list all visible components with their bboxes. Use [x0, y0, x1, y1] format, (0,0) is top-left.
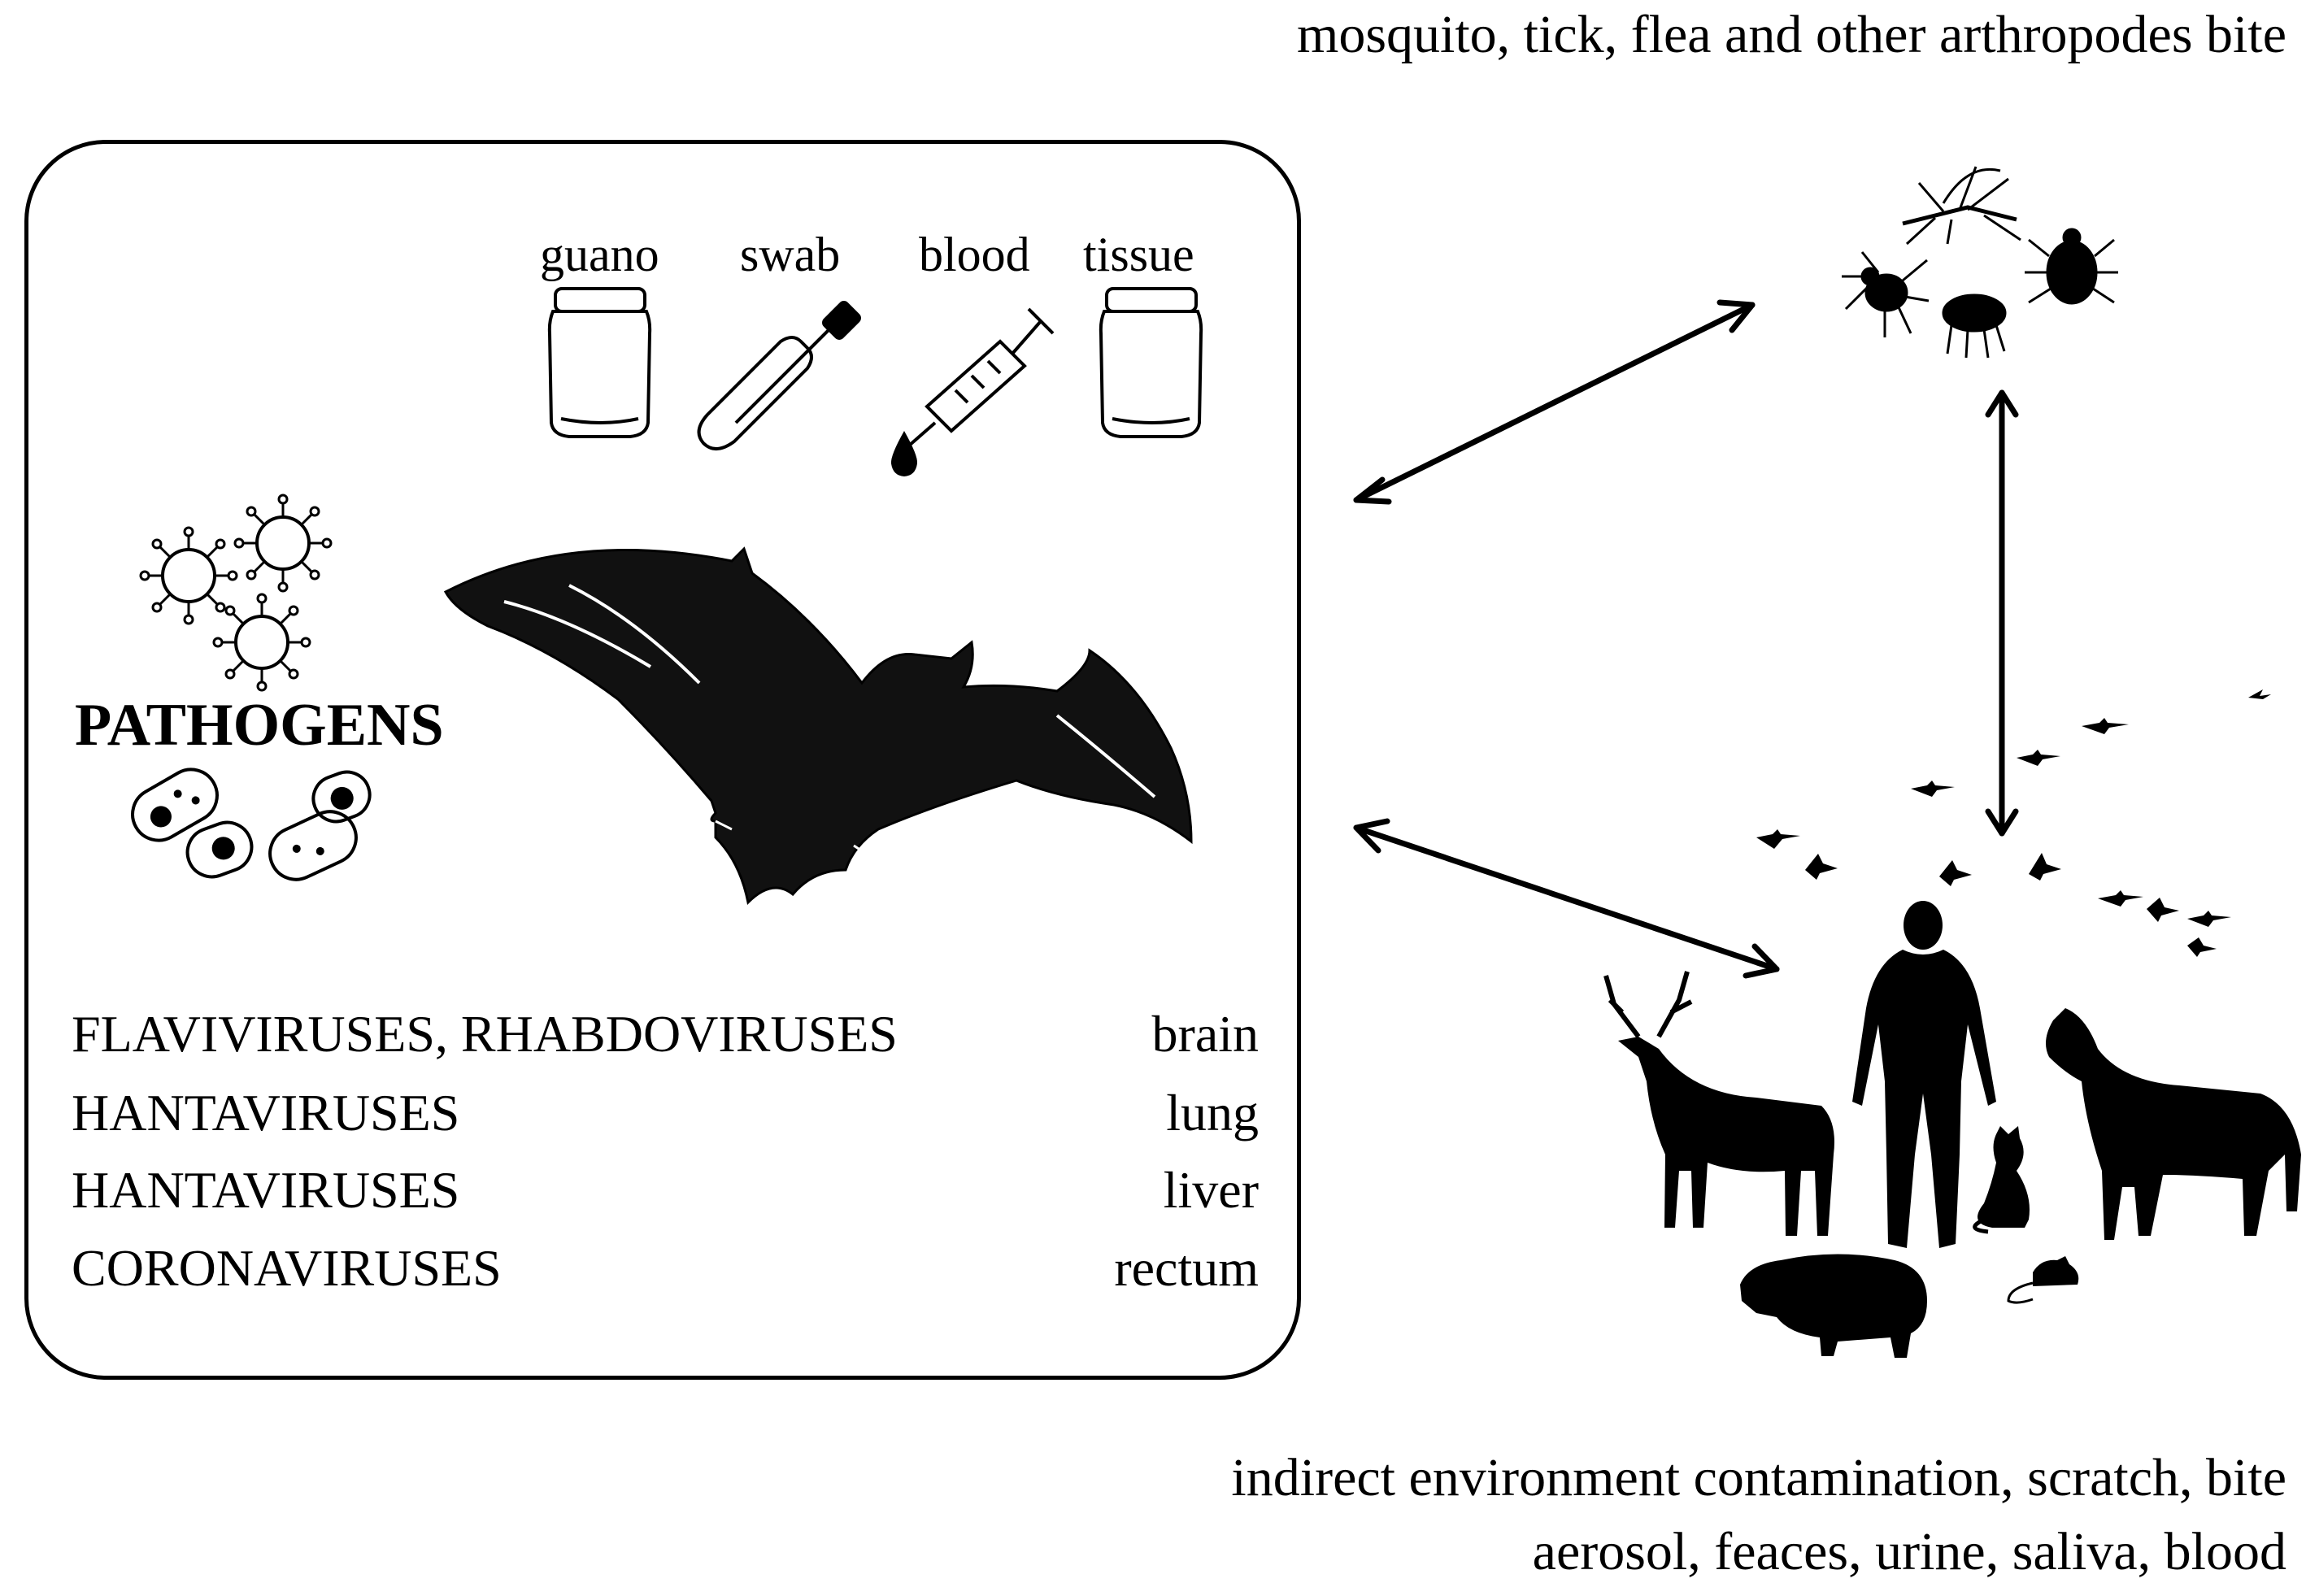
- horse-icon: [2046, 1008, 2301, 1240]
- host-silhouettes: [1603, 901, 2301, 1358]
- pig-icon: [1740, 1254, 1927, 1358]
- pathogen-row-1-organ: brain: [1151, 1005, 1260, 1063]
- sample-label-swab: swab: [740, 228, 841, 281]
- bat-sampling-panel: [24, 140, 1301, 1380]
- pathogens-heading: PATHOGENS: [75, 692, 444, 759]
- sample-label-guano: guano: [540, 228, 659, 281]
- bird-flock-icons: [1756, 689, 2271, 957]
- transmission-arrows: [1353, 299, 2019, 979]
- pathogen-row-2-organ: lung: [1166, 1084, 1259, 1142]
- pathogen-row-2-name: HANTAVIRUSES: [72, 1084, 460, 1142]
- arrow-bat-arthropods: [1353, 299, 1756, 505]
- sample-label-blood: blood: [919, 228, 1030, 281]
- host-transmission-caption-line1: indirect environment contamination, scra…: [1231, 1448, 2286, 1507]
- pathogen-row-3-name: HANTAVIRUSES: [72, 1161, 460, 1219]
- mosquito-icon: [1902, 166, 2021, 246]
- host-transmission-caption-line2: aerosol, feaces, urine, saliva, blood: [1532, 1522, 2286, 1581]
- tick-icon: [2025, 228, 2118, 305]
- pathogen-row-3-organ: liver: [1163, 1161, 1259, 1219]
- deer-icon: [1603, 971, 1834, 1236]
- sample-label-tissue: tissue: [1083, 228, 1194, 281]
- arthropod-transmission-caption: mosquito, tick, flea and other arthropod…: [1296, 5, 2286, 64]
- pathogen-row-4-name: CORONAVIRUSES: [72, 1239, 502, 1297]
- arthropod-icons: [1842, 166, 2118, 359]
- human-icon: [1852, 901, 1996, 1248]
- arrow-bat-hosts: [1353, 818, 1780, 979]
- spider-icon: [1842, 251, 1930, 337]
- flea-icon: [1942, 294, 2007, 359]
- cat-icon: [1973, 1126, 2030, 1234]
- mouse-icon: [2007, 1256, 2079, 1304]
- pathogen-row-4-organ: rectum: [1114, 1239, 1259, 1297]
- arrow-arthropods-hosts: [1985, 389, 2019, 837]
- pathogen-row-1-name: FLAVIVIRUSES, RHABDOVIRUSES: [72, 1005, 898, 1063]
